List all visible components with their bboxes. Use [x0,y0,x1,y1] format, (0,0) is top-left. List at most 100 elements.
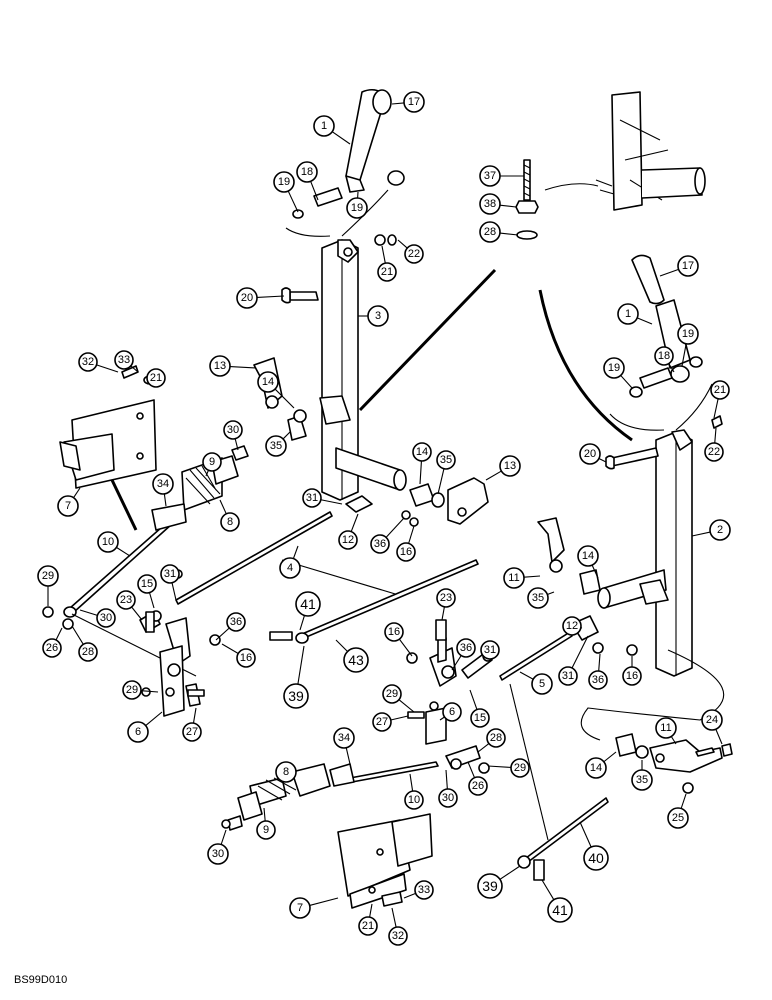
callout-23: 23 [116,590,136,610]
callout-number: 25 [672,812,684,824]
leader-line-14 [274,388,295,409]
leader-line-19 [620,375,633,389]
callout-number: 26 [472,780,484,792]
callout-19: 19 [346,197,368,219]
callout-number: 19 [608,362,620,374]
leader-line-17 [391,102,405,105]
leader-line-16 [221,643,239,654]
callout-number: 35 [270,440,282,452]
callout-31: 31 [160,564,180,584]
callout-22: 22 [704,442,724,462]
callout-number: 32 [392,930,404,942]
callout-number: 21 [714,384,726,396]
leader-line-2 [691,531,711,537]
callout-28: 28 [486,728,506,748]
leader-line-30 [234,438,239,451]
callout-number: 18 [301,166,313,178]
leader-line-31 [320,499,343,505]
callout-20: 20 [236,287,258,309]
callout-12: 12 [338,530,358,550]
callout-5: 5 [531,673,553,695]
leader-lines [47,102,723,928]
callout-number: 28 [490,732,502,744]
callout-40: 40 [583,845,609,871]
callout-6: 6 [442,702,462,722]
callout-27: 27 [372,712,392,732]
callout-11: 11 [503,567,525,589]
leader-line-39 [297,645,305,685]
callout-30: 30 [96,608,116,628]
callout-number: 23 [120,594,132,606]
leader-line-29 [487,765,512,768]
callout-number: 19 [682,328,694,340]
leader-line-1 [637,317,653,325]
callout-29: 29 [122,680,142,700]
callout-number: 38 [484,198,496,210]
callout-number: 17 [682,260,694,272]
callout-number: 14 [590,762,602,774]
leader-line-32 [96,364,119,373]
callout-number: 41 [552,902,568,918]
callout-number: 40 [588,850,604,866]
leader-line-14 [603,751,617,763]
callout-21: 21 [710,380,730,400]
leader-line-11 [523,575,541,578]
callout-number: 16 [240,652,252,664]
callout-15: 15 [137,574,157,594]
callout-number: 14 [262,376,274,388]
callout-9: 9 [202,452,222,472]
leader-line-36 [598,653,601,672]
callout-number: 13 [504,460,516,472]
callout-number: 19 [278,176,290,188]
callout-number: 6 [135,726,141,738]
leader-line-43 [335,639,348,652]
callout-number: 17 [408,96,420,108]
callout-number: 21 [150,372,162,384]
callout-16: 16 [236,648,256,668]
leader-line-19 [287,190,299,213]
callout-15: 15 [470,708,490,728]
leader-line-10 [116,546,131,557]
leader-line-10 [409,773,414,792]
leader-line-38 [499,204,517,208]
leader-line-27 [390,715,409,721]
callout-31: 31 [302,488,322,508]
callout-34: 34 [333,727,355,749]
leader-line-24 [715,729,723,745]
lever-assembly-right [537,254,725,794]
leader-line-15 [469,689,478,710]
leader-line-41 [299,615,305,631]
callout-number: 9 [209,456,215,468]
leader-line-23 [441,606,445,621]
callout-number: 4 [287,562,293,574]
leader-line-13 [485,470,502,481]
callout-30: 30 [207,843,229,865]
leader-line-16 [398,638,413,657]
callout-21: 21 [358,916,378,936]
callout-30: 30 [223,420,243,440]
leader-line-30 [79,609,98,616]
callout-number: 10 [102,536,114,548]
callout-number: 31 [306,492,318,504]
callout-number: 1 [625,308,631,320]
callout-13: 13 [209,355,231,377]
callout-14: 14 [577,545,599,567]
leader-line-28 [477,743,490,753]
leader-line-18 [668,363,675,373]
leader-line-34 [163,493,167,507]
callout-17: 17 [403,91,425,113]
callout-number: 1 [321,120,327,132]
leader-line-25 [680,793,687,809]
callout-number: 21 [381,266,393,278]
leader-line-34 [345,747,351,765]
callout-43: 43 [343,647,369,673]
callout-number: 33 [118,354,130,366]
callout-14: 14 [585,757,607,779]
leader-line-7 [309,897,339,906]
leader-line-14 [591,564,599,579]
leader-line-5 [519,671,534,680]
leader-line-32 [391,907,397,928]
callout-number: 11 [660,722,671,734]
callout-number: 41 [300,596,316,612]
